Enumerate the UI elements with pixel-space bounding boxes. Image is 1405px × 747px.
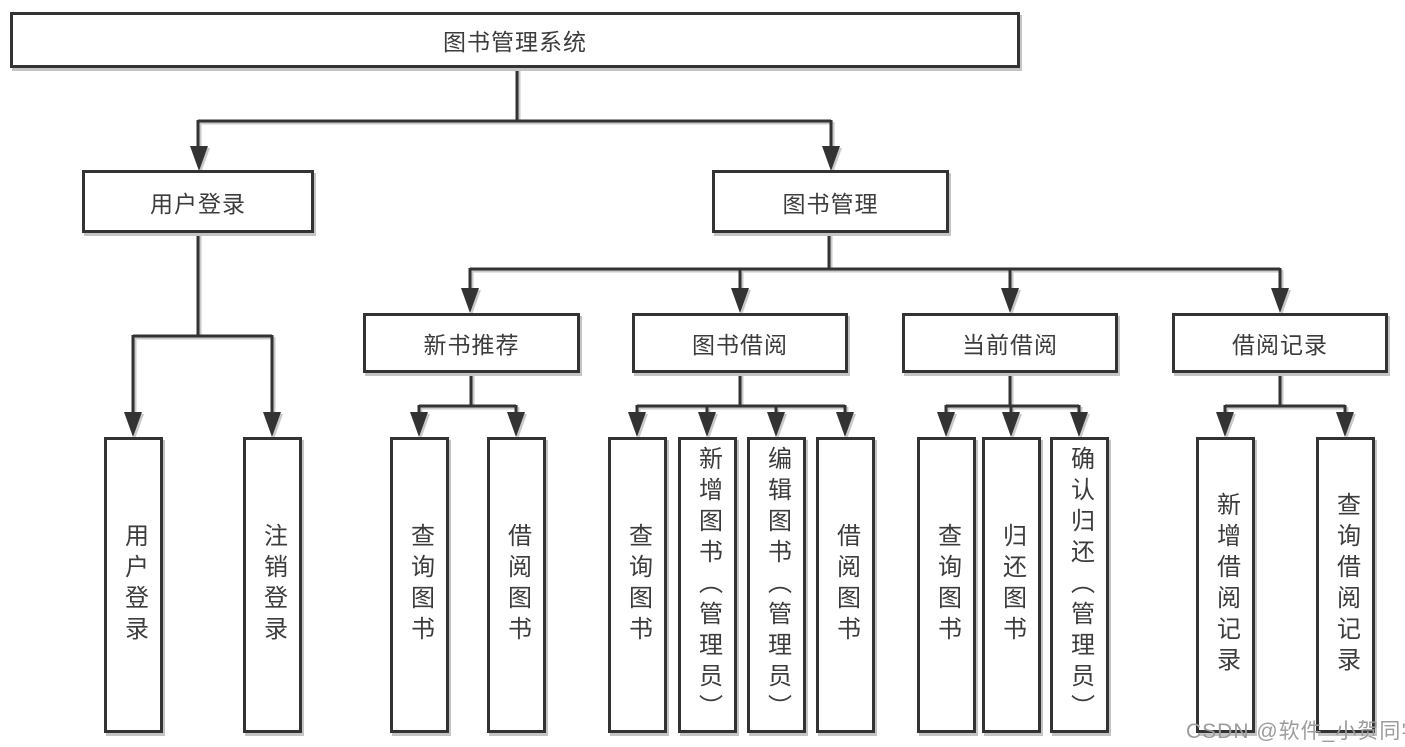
leaf-logout: 注销登录 — [243, 437, 302, 733]
leaf-return-books: 归还图书 — [982, 437, 1041, 733]
node-book-management: 图书管理 — [712, 170, 949, 233]
leaf-label: 用户登录 — [120, 523, 148, 647]
leaf-add-books-admin: 新增图书（管理员） — [678, 437, 737, 733]
leaf-label: 查询图书 — [624, 523, 652, 647]
leaf-label: 归还图书 — [998, 523, 1026, 647]
leaf-query-borrow-record: 查询借阅记录 — [1316, 437, 1375, 733]
leaf-add-borrow-record: 新增借阅记录 — [1196, 437, 1255, 733]
leaf-query-books-2: 查询图书 — [608, 437, 667, 733]
csdn-watermark: CSDN @软件_小贺同学 — [1186, 720, 1405, 743]
leaf-label: 借阅图书 — [503, 523, 531, 647]
leaf-label: 借阅图书 — [832, 523, 860, 647]
leaf-label: 编辑图书（管理员） — [763, 445, 791, 725]
arrowheads — [124, 146, 1354, 437]
leaf-query-books-1: 查询图书 — [390, 437, 449, 733]
leaf-borrow-books-2: 借阅图书 — [816, 437, 875, 733]
node-user-login: 用户登录 — [82, 170, 314, 233]
leaf-query-books-3: 查询图书 — [917, 437, 976, 733]
node-new-book-recommend: 新书推荐 — [363, 313, 580, 373]
node-borrowing-records: 借阅记录 — [1172, 313, 1388, 373]
leaf-user-login: 用户登录 — [104, 437, 163, 733]
leaf-label: 确认归还（管理员） — [1066, 445, 1094, 725]
leaf-label: 新增借阅记录 — [1212, 492, 1240, 678]
leaf-label: 查询图书 — [933, 523, 961, 647]
leaf-label: 注销登录 — [259, 523, 287, 647]
leaf-label: 查询图书 — [406, 523, 434, 647]
node-root: 图书管理系统 — [10, 12, 1020, 68]
leaf-borrow-books-1: 借阅图书 — [487, 437, 546, 733]
node-book-borrowing: 图书借阅 — [632, 313, 848, 373]
leaf-edit-books-admin: 编辑图书（管理员） — [747, 437, 806, 733]
leaf-label: 查询借阅记录 — [1332, 492, 1360, 678]
leaf-confirm-return-admin: 确认归还（管理员） — [1050, 437, 1109, 733]
leaf-label: 新增图书（管理员） — [694, 445, 722, 725]
node-current-borrowing: 当前借阅 — [902, 313, 1118, 373]
